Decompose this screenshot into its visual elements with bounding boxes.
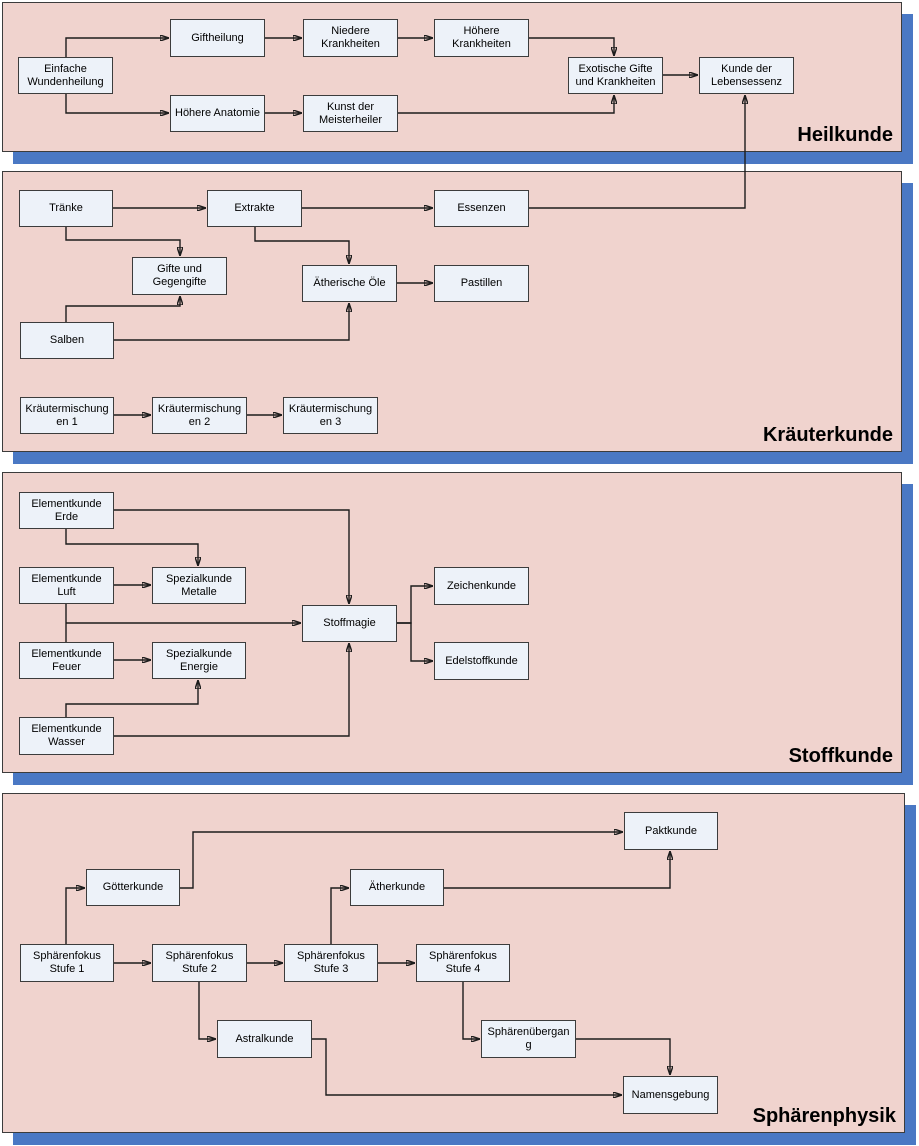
node-spezialkunde-energie: Spezialkunde Energie — [152, 642, 246, 679]
node-elementkunde-wasser: Elementkunde Wasser — [19, 717, 114, 755]
node-hoehere-anatomie: Höhere Anatomie — [170, 95, 265, 132]
node-goetterkunde: Götterkunde — [86, 869, 180, 906]
node-aetherkunde: Ätherkunde — [350, 869, 444, 906]
node-astralkunde: Astralkunde — [217, 1020, 312, 1058]
node-stoffmagie: Stoffmagie — [302, 605, 397, 642]
node-gifte-und-gegengifte: Gifte und Gegengifte — [132, 257, 227, 295]
node-pastillen: Pastillen — [434, 265, 529, 302]
panel-title-stoffkunde: Stoffkunde — [788, 745, 893, 767]
panel-stoffkunde: Stoffkunde — [2, 472, 902, 773]
node-elementkunde-erde: Elementkunde Erde — [19, 492, 114, 529]
node-sphaerenuebergang: Sphärenübergang — [481, 1020, 576, 1058]
node-niedere-krankheiten: Niedere Krankheiten — [303, 19, 398, 57]
node-namensgebung: Namensgebung — [623, 1076, 718, 1114]
panel-title-sphaerenphysik: Sphärenphysik — [752, 1105, 896, 1127]
node-kraeutermischungen-2: Kräutermischungen 2 — [152, 397, 247, 434]
node-aetherische-oele: Ätherische Öle — [302, 265, 397, 302]
node-essenzen: Essenzen — [434, 190, 529, 227]
node-paktkunde: Paktkunde — [624, 812, 718, 850]
node-spezialkunde-metalle: Spezialkunde Metalle — [152, 567, 246, 604]
node-traenke: Tränke — [19, 190, 113, 227]
node-kraeutermischungen-1: Kräutermischungen 1 — [20, 397, 114, 434]
node-sphaerenfokus-stufe-3: Sphärenfokus Stufe 3 — [284, 944, 378, 982]
node-kunst-der-meisterheiler: Kunst der Meisterheiler — [303, 95, 398, 132]
node-edelstoffkunde: Edelstoffkunde — [434, 642, 529, 680]
panel-title-heilkunde: Heilkunde — [797, 124, 893, 146]
node-hoehere-krankheiten: Höhere Krankheiten — [434, 19, 529, 57]
node-salben: Salben — [20, 322, 114, 359]
node-kraeutermischungen-3: Kräutermischungen 3 — [283, 397, 378, 434]
node-sphaerenfokus-stufe-4: Sphärenfokus Stufe 4 — [416, 944, 510, 982]
node-giftheilung: Giftheilung — [170, 19, 265, 57]
node-zeichenkunde: Zeichenkunde — [434, 567, 529, 605]
node-sphaerenfokus-stufe-1: Sphärenfokus Stufe 1 — [20, 944, 114, 982]
node-extrakte: Extrakte — [207, 190, 302, 227]
node-elementkunde-feuer: Elementkunde Feuer — [19, 642, 114, 679]
node-sphaerenfokus-stufe-2: Sphärenfokus Stufe 2 — [152, 944, 247, 982]
node-elementkunde-luft: Elementkunde Luft — [19, 567, 114, 604]
node-kunde-der-lebensessenz: Kunde der Lebensessenz — [699, 57, 794, 94]
panel-title-kraeuterkunde: Kräuterkunde — [762, 424, 893, 446]
node-einfache-wundenheilung: Einfache Wundenheilung — [18, 57, 113, 94]
node-exotische-gifte-und-krankheiten: Exotische Gifte und Krankheiten — [568, 57, 663, 94]
